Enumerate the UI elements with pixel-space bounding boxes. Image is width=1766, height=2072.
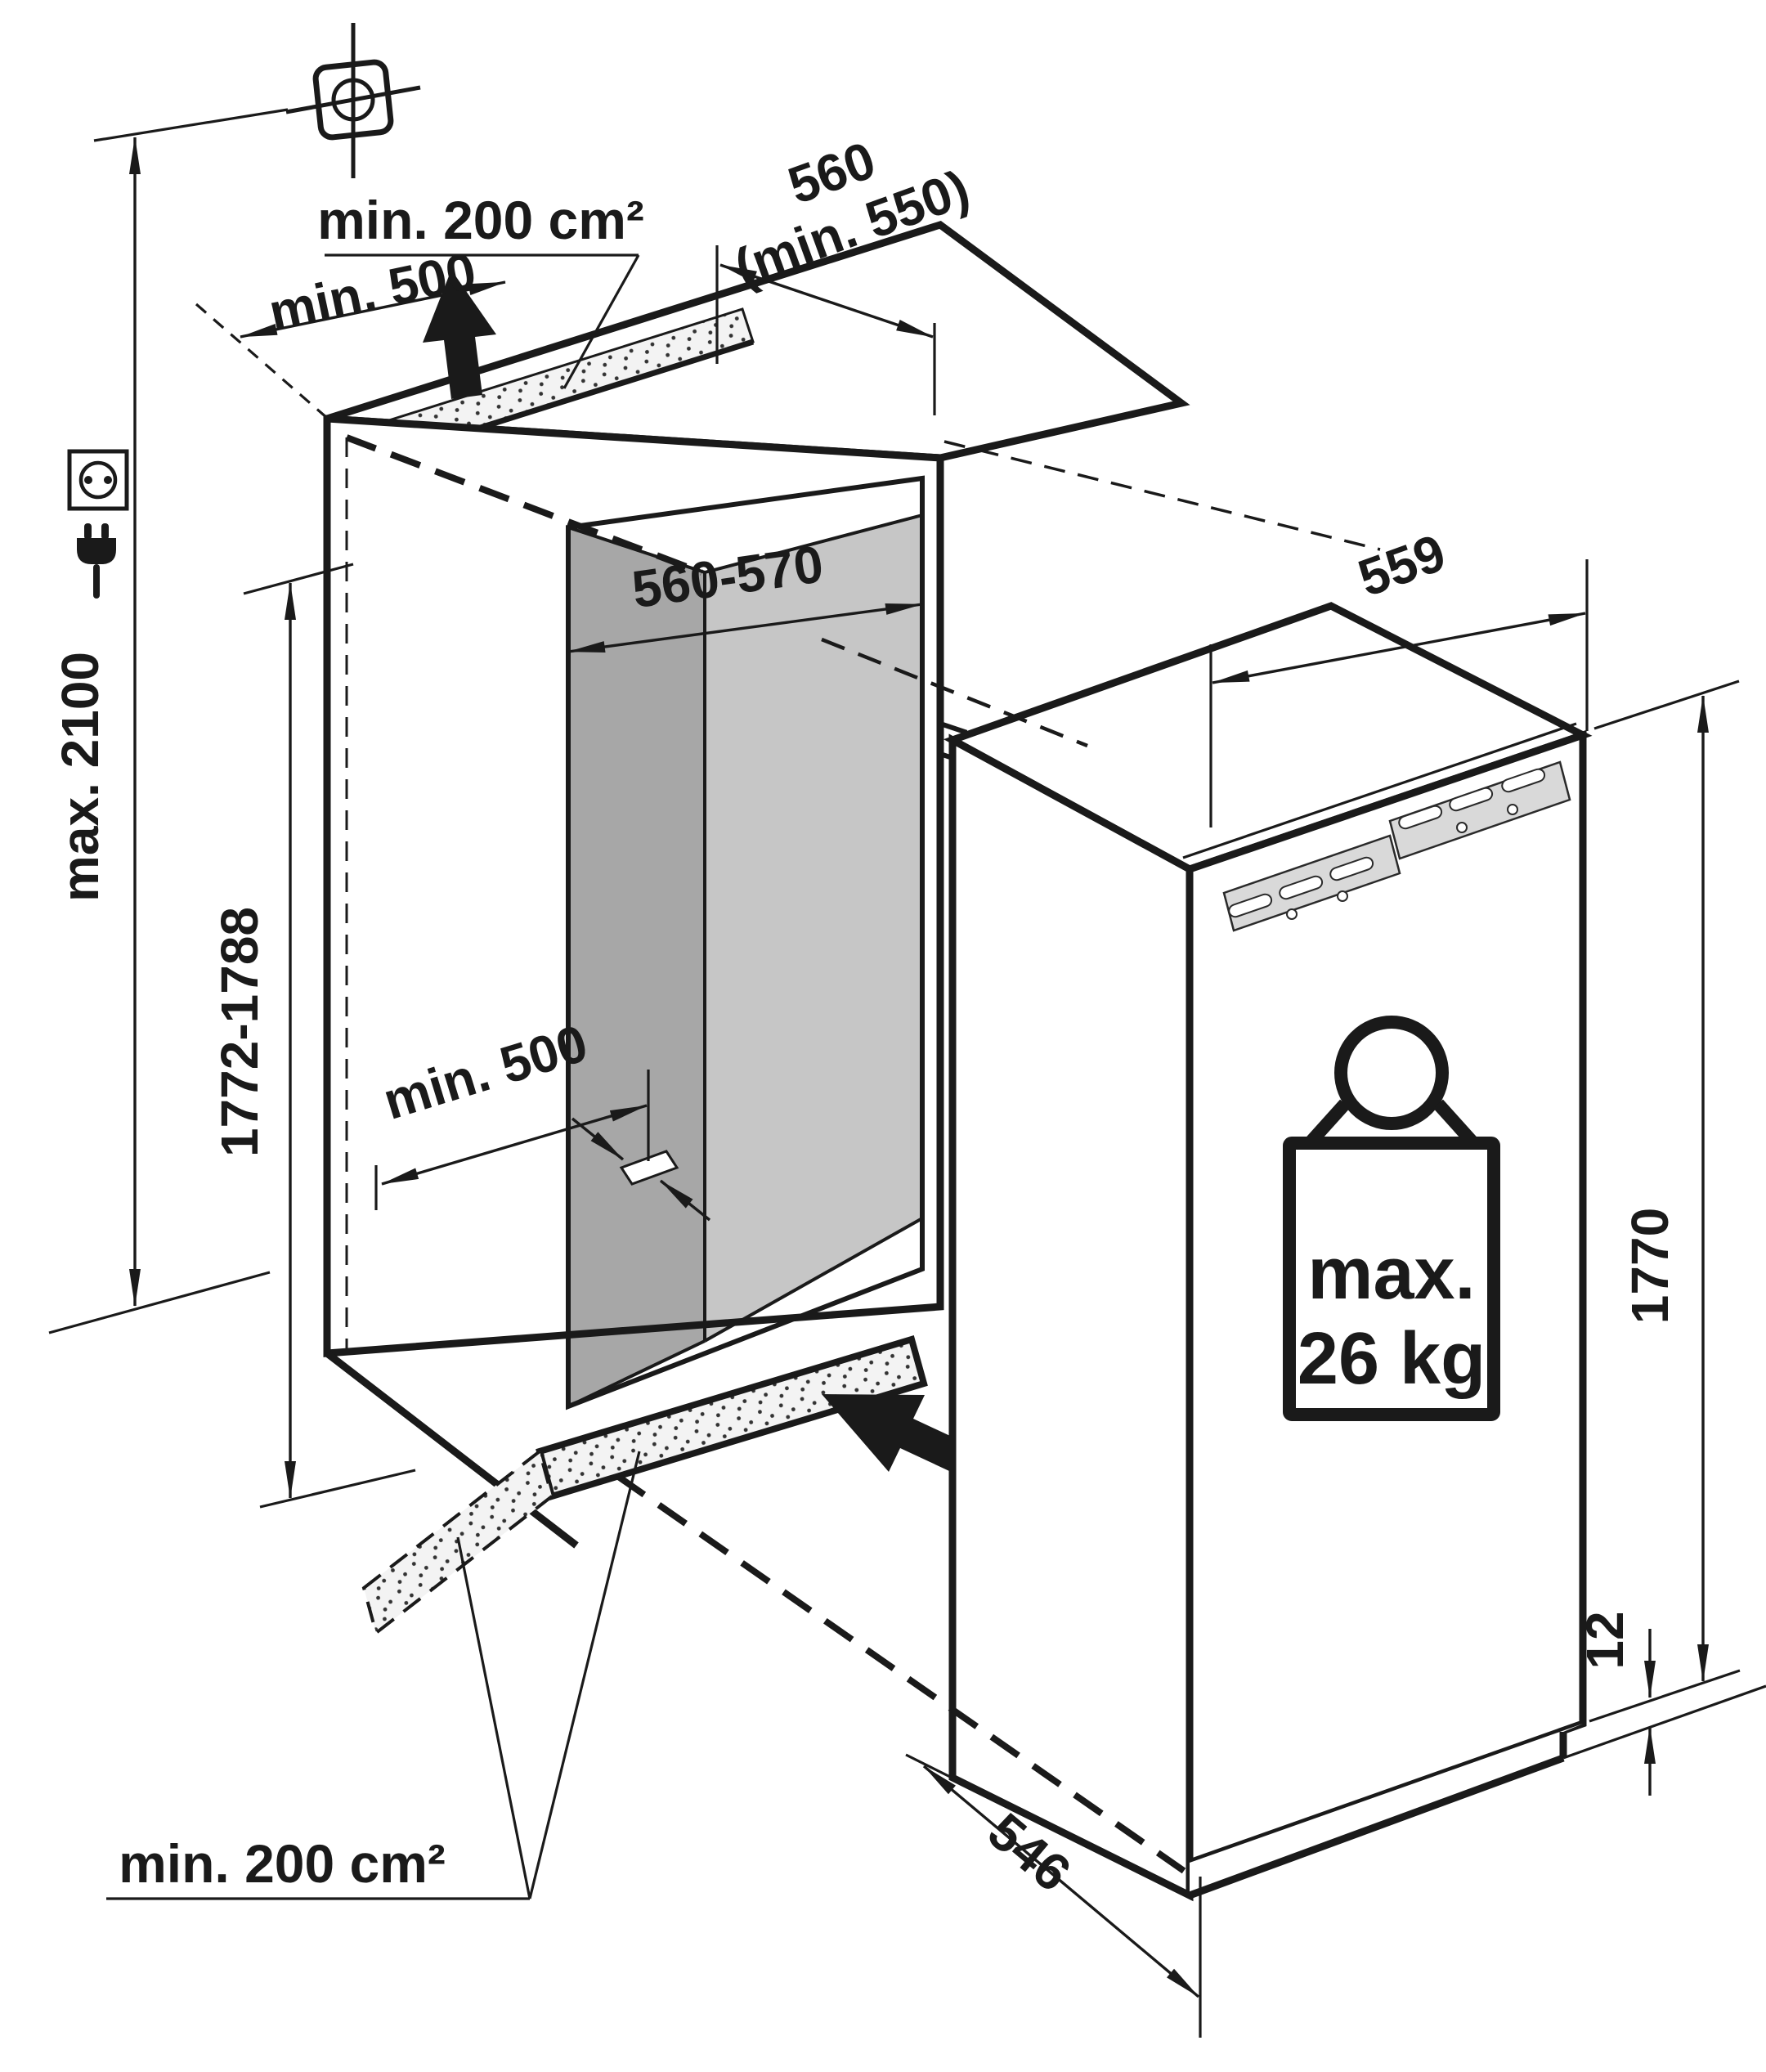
registration-mark-icon bbox=[93, 23, 421, 178]
power-plug-icon bbox=[77, 523, 116, 599]
niche-height-label: 1772-1788 bbox=[210, 907, 269, 1157]
alignment-dash-mid bbox=[821, 637, 1088, 748]
max-height-label: max. 2100 bbox=[51, 652, 110, 902]
weight-icon: max. 26 kg bbox=[1283, 1016, 1500, 1421]
top-vent-area-label: min. 200 cm² bbox=[317, 190, 644, 250]
dimension-max-height: max. 2100 bbox=[48, 137, 271, 1334]
mounting-bracket bbox=[1222, 760, 1571, 932]
hidden-edge-top bbox=[345, 434, 703, 576]
label-bottom-vent-area: min. 200 cm² bbox=[106, 1451, 641, 1900]
appliance-side-face bbox=[948, 733, 1194, 1902]
power-socket-icon bbox=[67, 449, 129, 511]
appliance: max. 26 kg bbox=[943, 602, 1593, 1902]
door-weight-label-2: 26 kg bbox=[1298, 1318, 1486, 1400]
bottom-vent-area-label: min. 200 cm² bbox=[119, 1833, 446, 1894]
appliance-width-label: 559 bbox=[1351, 522, 1453, 608]
plinth-gap-label: 12 bbox=[1576, 1611, 1634, 1669]
interior-side-wall bbox=[568, 527, 705, 1406]
label-top-vent-area: min. 200 cm² bbox=[317, 190, 644, 389]
dimension-appliance-height: 1770 bbox=[1589, 679, 1741, 1723]
interior-back-wall bbox=[705, 515, 922, 1341]
niche bbox=[323, 221, 1190, 1636]
appliance-height-label: 1770 bbox=[1620, 1208, 1679, 1324]
alignment-dash-top bbox=[944, 440, 1381, 551]
niche-interior bbox=[566, 475, 925, 1410]
dimension-plinth-gap: 12 bbox=[1562, 1611, 1766, 1796]
appliance-plinth bbox=[1190, 1724, 1583, 1895]
door-weight-label-1: max. bbox=[1307, 1233, 1475, 1315]
dimension-niche-height: 1772-1788 bbox=[210, 563, 416, 1509]
